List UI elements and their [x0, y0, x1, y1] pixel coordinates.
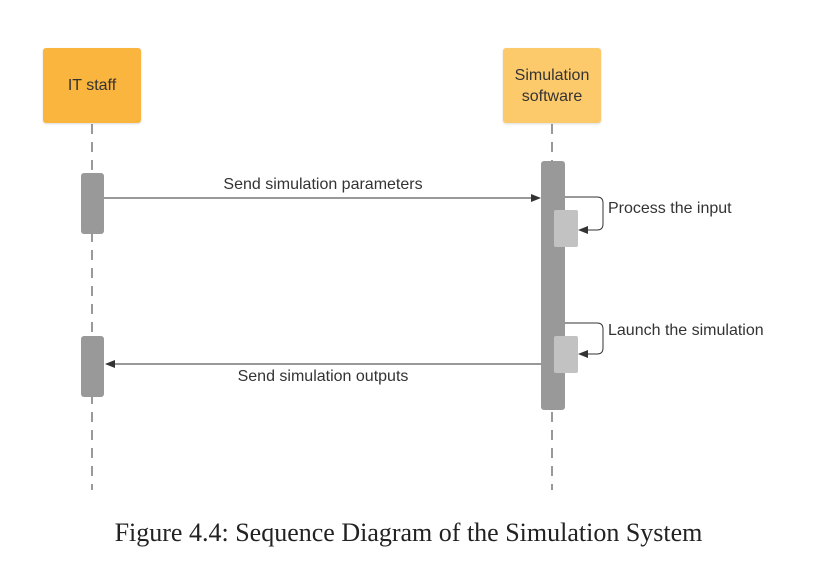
message-arrow-launch-simulation	[565, 322, 604, 358]
participant-simulation-software: Simulation software	[503, 48, 601, 123]
participant-it-staff-label: IT staff	[67, 77, 117, 94]
activation-it-staff-2	[81, 336, 104, 397]
message-label-send-outputs: Send simulation outputs	[238, 368, 409, 385]
figure-caption: Figure 4.4: Sequence Diagram of the Simu…	[114, 518, 703, 547]
self-activation-launch	[554, 336, 578, 373]
participant-it-staff: IT staff	[43, 48, 141, 123]
self-activation-process	[554, 210, 578, 247]
message-label-launch-simulation: Launch the simulation	[608, 322, 764, 339]
activation-it-staff-1	[81, 173, 104, 234]
message-label-process-input: Process the input	[608, 200, 732, 217]
message-label-send-parameters: Send simulation parameters	[223, 176, 422, 193]
participant-simulation-software-label: Simulation software	[514, 66, 590, 105]
message-arrow-process-input	[565, 196, 604, 234]
